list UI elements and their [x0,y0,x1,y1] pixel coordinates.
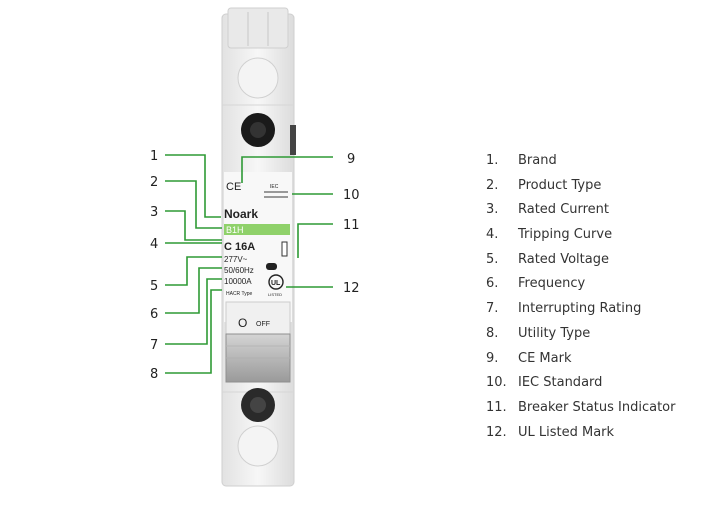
legend-label: Brand [518,153,557,168]
frequency-label: 50/60Hz [224,266,254,275]
legend-number: 2. [486,177,499,193]
leader-lines [165,154,333,374]
breaker-face-text: CE IEC Noark B1H C 16A 277V~ 50/60Hz 100… [224,181,290,330]
callout-4: 4 [150,237,158,252]
switch-state-label: OFF [256,321,270,328]
legend-label: CE Mark [518,350,572,366]
callout-7: 7 [150,338,158,353]
utility-type-label: HACR Type [226,291,253,297]
legend-number: 11. [486,399,507,415]
switch-symbol: O [238,316,247,330]
leader-11 [297,223,333,258]
breaker-status-indicator [266,263,277,270]
legend-label: UL Listed Mark [518,424,615,440]
callout-9: 9 [347,152,355,167]
callout-6: 6 [150,307,158,322]
product-type-band [224,224,290,235]
callout-2: 2 [150,175,158,190]
callout-10: 10 [343,188,360,203]
callout-8: 8 [150,367,158,382]
legend-number: 8. [486,325,499,341]
rated-voltage-label: 277V~ [224,255,248,264]
legend-item: 1. Brand [486,151,676,176]
leader-2 [165,180,222,229]
callout-5: 5 [150,279,158,294]
legend-number: 9. [486,350,499,366]
legend-label: IEC Standard [518,375,603,391]
rated-current-label: C 16A [224,241,255,253]
legend-number: 4. [486,227,499,243]
legend-label: Tripping Curve [518,227,613,243]
leader-6 [165,267,222,314]
legend-item: 7. Interrupting Rating [486,299,676,324]
legend-label: Utility Type [518,325,591,341]
legend-number: 1. [486,153,499,168]
callout-12: 12 [343,281,360,296]
legend-item: 11. Breaker Status Indicator [486,398,676,423]
legend-item: 2. Product Type [486,176,676,201]
product-type-label: B1H [226,225,244,235]
leader-5 [165,256,222,286]
legend-label: Rated Current [518,202,610,218]
leader-3 [165,210,222,241]
ul-listed-mark [268,274,284,290]
legend-item: 10. IEC Standard [486,373,676,398]
legend-number: 12. [486,424,507,440]
callout-11: 11 [343,218,360,233]
legend-item: 9. CE Mark [486,349,676,374]
legend-label: Rated Voltage [518,251,609,267]
leader-7 [165,278,222,345]
ul-listed-text: LISTED [268,292,282,297]
ce-mark: CE [226,181,241,193]
callout-1: 1 [150,149,158,164]
leader-1 [165,154,221,218]
breaker-body [221,7,296,487]
legend-item: 4. Tripping Curve [486,225,676,250]
legend-item: 8. Utility Type [486,324,676,349]
legend-number: 7. [486,301,499,317]
legend-label: Frequency [518,276,586,292]
legend-label: Breaker Status Indicator [518,399,676,415]
status-symbol [281,241,288,257]
legend-label: Product Type [518,177,602,193]
legend-number: 6. [486,276,499,292]
legend-item: 12. UL Listed Mark [486,423,676,448]
legend-list: 1. Brand 2. Product Type 3. Rated Current 4… [486,151,676,447]
callout-3: 3 [150,205,158,220]
legend-number: 3. [486,202,499,218]
legend-item: 3. Rated Current [486,200,676,225]
leader-9 [241,156,333,183]
legend-item: 6. Frequency [486,274,676,299]
legend-number: 5. [486,251,499,267]
callout-numbers: 1 2 3 4 5 6 7 8 9 10 11 12 [150,149,360,382]
interrupting-rating-label: 10000A [224,277,252,286]
brand-logo: Noark [224,207,258,221]
legend-label: Interrupting Rating [518,301,642,317]
iec-mark: IEC [270,184,279,190]
leader-8 [165,289,222,374]
legend-number: 10. [486,375,507,391]
legend-item: 5. Rated Voltage [486,250,676,275]
ul-mark-text: UL [271,280,281,287]
